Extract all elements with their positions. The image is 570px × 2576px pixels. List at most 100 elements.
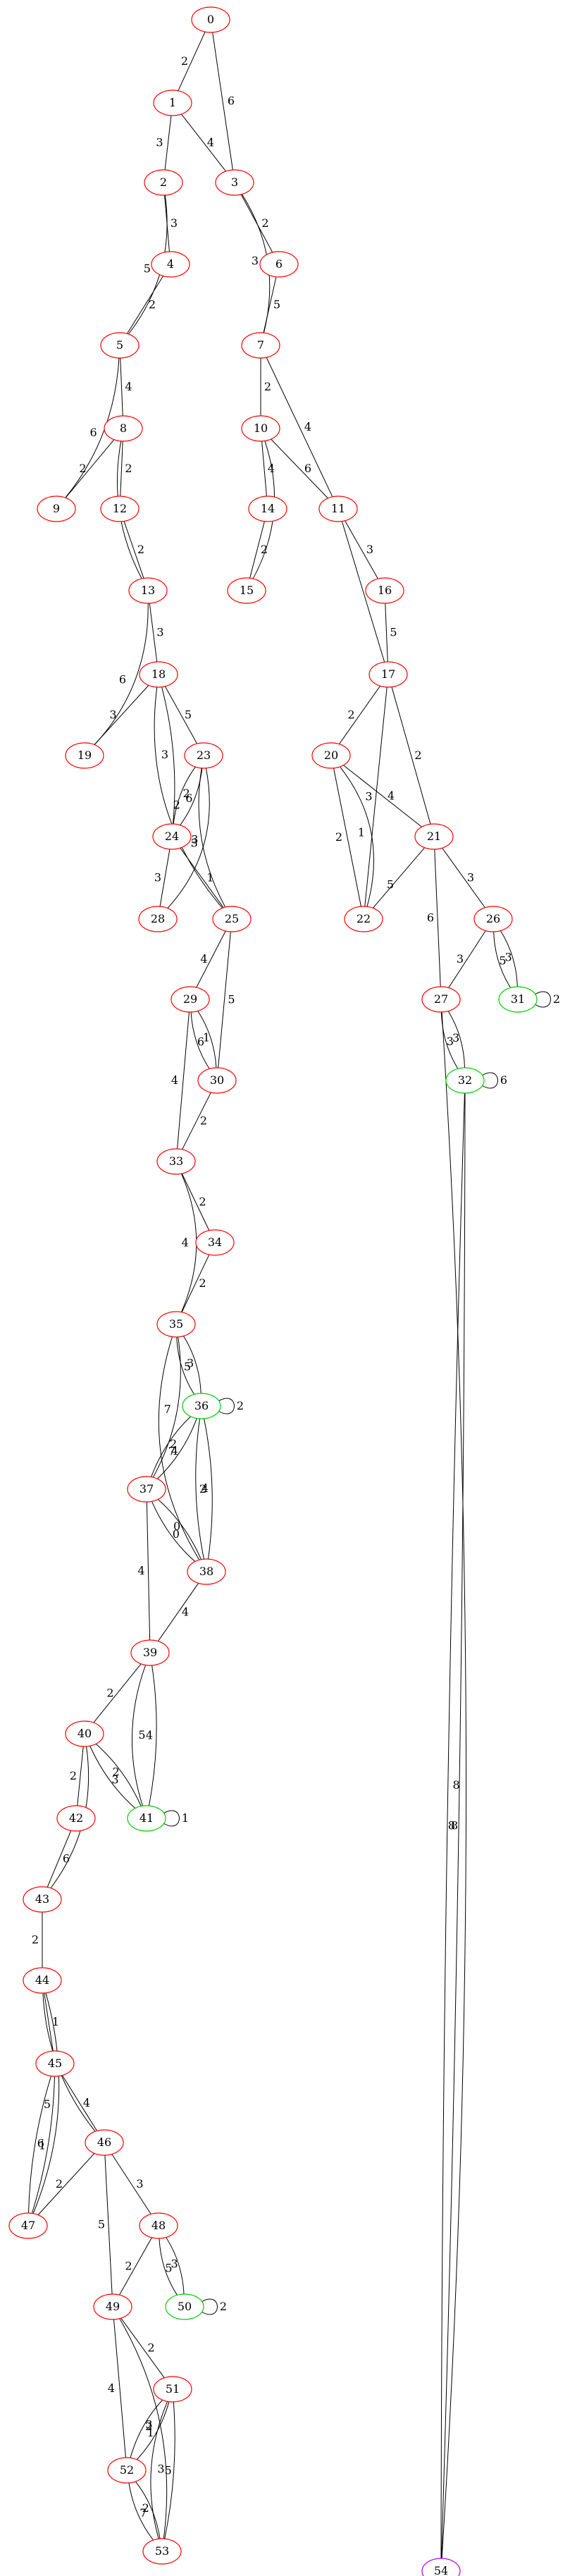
edge-36-38: [204, 1418, 213, 1560]
edge-label-26-27: 3: [457, 952, 464, 966]
node-28: 28: [138, 906, 178, 932]
edge-50-50: [201, 2298, 218, 2315]
edge-29-30: [190, 1011, 210, 1069]
edge-label-32-54: 8: [451, 1819, 458, 1832]
node-ellipse: [151, 251, 190, 278]
edge-label-0-3: 6: [228, 94, 235, 108]
edge-label-29-30: 6: [197, 1035, 204, 1048]
edge-13-18: [149, 603, 158, 663]
node-53: 53: [142, 2538, 182, 2565]
edge-18-19: [94, 685, 149, 745]
edge-20-21: [343, 765, 422, 827]
node-ellipse: [152, 823, 192, 850]
node-4: 4: [151, 251, 190, 278]
node-37: 37: [127, 1476, 166, 1503]
node-17: 17: [368, 661, 408, 688]
node-label: 1: [169, 96, 176, 109]
edge-35-37: [152, 1336, 181, 1478]
node-26: 26: [473, 906, 513, 932]
edge-29-33: [177, 1011, 190, 1150]
node-label: 23: [197, 748, 211, 762]
node-label: 14: [261, 502, 275, 515]
node-ellipse: [56, 1805, 96, 1832]
edge-label-17-22: 3: [365, 790, 372, 803]
edge-label-48-50: 5: [165, 2261, 172, 2274]
node-ellipse: [165, 2293, 204, 2320]
edge-label-40-41: 2: [112, 1765, 119, 1779]
edge-18-25: [154, 686, 223, 908]
node-label: 31: [511, 992, 525, 1006]
node-42: 42: [56, 1805, 96, 1832]
node-label: 54: [434, 2564, 448, 2576]
edge-40-41: [95, 1744, 142, 1806]
node-label: 43: [35, 1892, 49, 1906]
node-11: 11: [318, 495, 358, 522]
node-ellipse: [153, 90, 192, 116]
node-8: 8: [104, 415, 143, 442]
edge-44-47: [32, 1992, 60, 2214]
edge-17-21: [391, 686, 431, 825]
node-ellipse: [142, 2538, 182, 2565]
node-label: 20: [324, 748, 338, 762]
edge-label-26-31: 3: [504, 950, 512, 963]
edge-42-43: [47, 1830, 72, 1887]
edge-49-51: [120, 2317, 165, 2379]
node-ellipse: [171, 986, 210, 1013]
edge-37-38: [151, 1501, 196, 1562]
edge-27-54: [441, 1011, 467, 2559]
edge-label-14-15: 2: [261, 543, 268, 556]
edge-32-32: [481, 1072, 498, 1089]
node-40: 40: [65, 1720, 104, 1747]
edge-49-52: [113, 2319, 126, 2458]
edge-5-9: [65, 357, 120, 498]
edge-39-40: [93, 1663, 142, 1723]
edge-label-44-47: 5: [44, 2097, 51, 2111]
node-label: 9: [53, 502, 60, 515]
edge-17-22: [364, 686, 388, 907]
edge-39-41: [148, 1665, 157, 1806]
edge-46-48: [111, 2154, 151, 2214]
node-ellipse: [248, 495, 287, 522]
edge-label-39-41: 5: [138, 1728, 145, 1742]
edge-8-9: [65, 439, 115, 498]
edge-12-13: [123, 521, 144, 579]
edge-32-54: [440, 1092, 465, 2559]
node-label: 4: [167, 257, 174, 271]
edge-label-39-41: 4: [146, 1729, 153, 1742]
edge-label-24-25: 1: [206, 871, 213, 885]
node-ellipse: [23, 1886, 62, 1913]
node-ellipse: [445, 1067, 485, 1094]
edge-label-31-31: 2: [553, 992, 560, 1006]
edge-label-37-39: 4: [137, 1564, 144, 1577]
node-33: 33: [156, 1148, 196, 1175]
node-48: 48: [139, 2212, 178, 2239]
edge-51-52: [136, 2401, 170, 2460]
node-ellipse: [100, 332, 140, 359]
node-25: 25: [212, 906, 252, 932]
node-44: 44: [23, 1967, 62, 1994]
edge-11-16: [345, 520, 378, 579]
node-ellipse: [311, 742, 351, 769]
node-45: 45: [35, 2050, 75, 2077]
edge-44-45: [44, 1992, 54, 2052]
edge-label-43-44: 2: [32, 1933, 39, 1947]
edge-51-52: [130, 2399, 163, 2458]
node-label: 12: [113, 502, 127, 515]
node-32: 32: [445, 1067, 485, 1094]
edge-label-25-30: 5: [228, 993, 235, 1006]
edge-label-1-3: 4: [207, 136, 214, 149]
edge-label-21-26: 3: [467, 871, 474, 885]
edge-label-45-47: 6: [37, 2137, 44, 2150]
edge-label-27-32: 3: [447, 1035, 454, 1048]
node-50: 50: [165, 2293, 204, 2320]
node-ellipse: [139, 2212, 178, 2239]
node-38: 38: [187, 1558, 226, 1585]
edge-label-36-38: 2: [199, 1482, 206, 1496]
edge-13-19: [94, 603, 149, 746]
edge-label-35-36: 3: [187, 1356, 194, 1369]
node-15: 15: [227, 577, 266, 604]
edge-11-17: [341, 521, 385, 663]
node-49: 49: [93, 2293, 132, 2320]
edge-label-3-6: 2: [261, 216, 268, 230]
node-ellipse: [128, 577, 168, 604]
